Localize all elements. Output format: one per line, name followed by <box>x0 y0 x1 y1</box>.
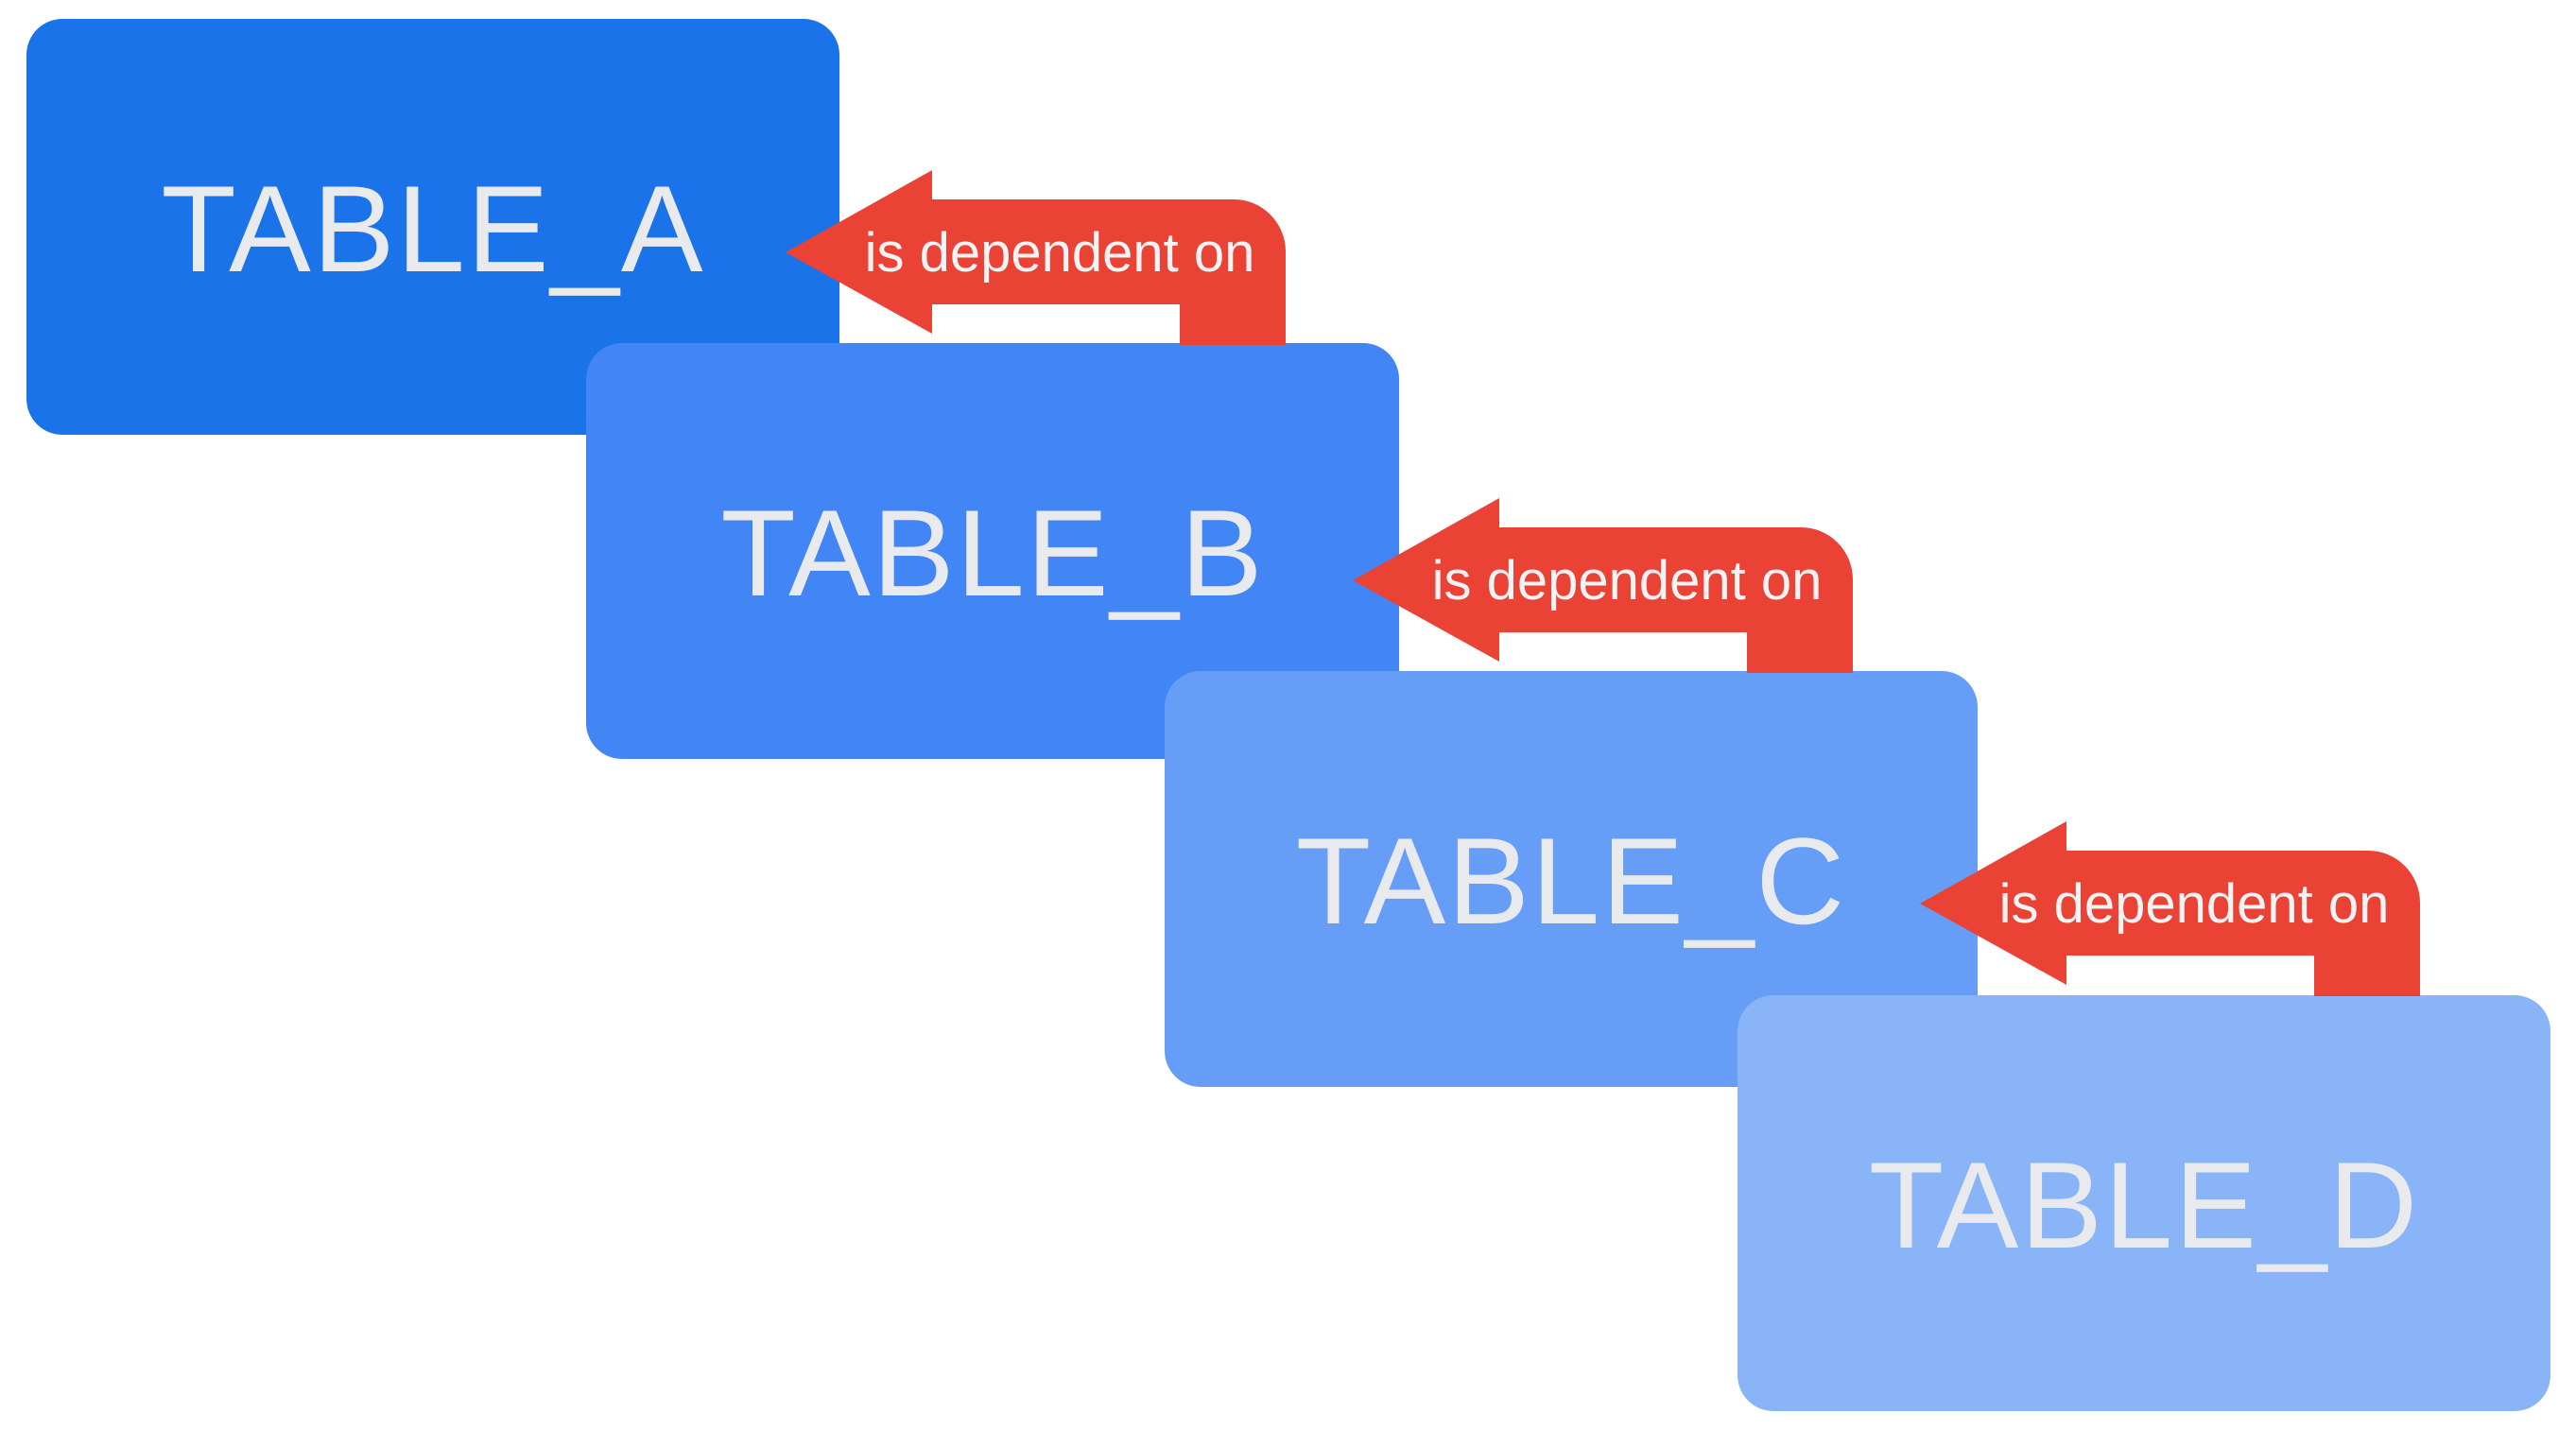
table-box-d-label: TABLE_D <box>1869 1136 2419 1274</box>
dependency-arrow-c-to-b-shape <box>1353 498 1853 673</box>
dependency-arrow-b-to-a: is dependent on <box>786 170 1286 345</box>
dependency-arrow-d-to-c-label: is dependent on <box>1999 873 2390 935</box>
dependency-arrow-d-to-c: is dependent on <box>1920 821 2420 996</box>
dependency-arrow-b-to-a-label: is dependent on <box>865 222 1255 284</box>
table-box-d: TABLE_D <box>1738 995 2550 1411</box>
table-box-b-rect <box>586 343 1399 759</box>
table-box-a-label: TABLE_A <box>161 160 704 298</box>
table-box-b-label: TABLE_B <box>720 484 1264 622</box>
dependency-arrow-c-to-b: is dependent on <box>1353 498 1853 673</box>
table-box-b: TABLE_B <box>586 343 1399 759</box>
table-box-d-rect <box>1738 995 2550 1411</box>
table-box-c: TABLE_C <box>1165 671 1978 1087</box>
table-box-c-rect <box>1165 671 1978 1087</box>
table-box-c-label: TABLE_C <box>1296 812 1846 950</box>
dependency-arrow-c-to-b-label: is dependent on <box>1432 550 1823 612</box>
table-box-a: TABLE_A <box>26 19 839 435</box>
dependency-arrow-b-to-a-shape <box>786 170 1286 345</box>
table-box-a-rect <box>26 19 839 435</box>
dependency-arrow-d-to-c-shape <box>1920 821 2420 996</box>
